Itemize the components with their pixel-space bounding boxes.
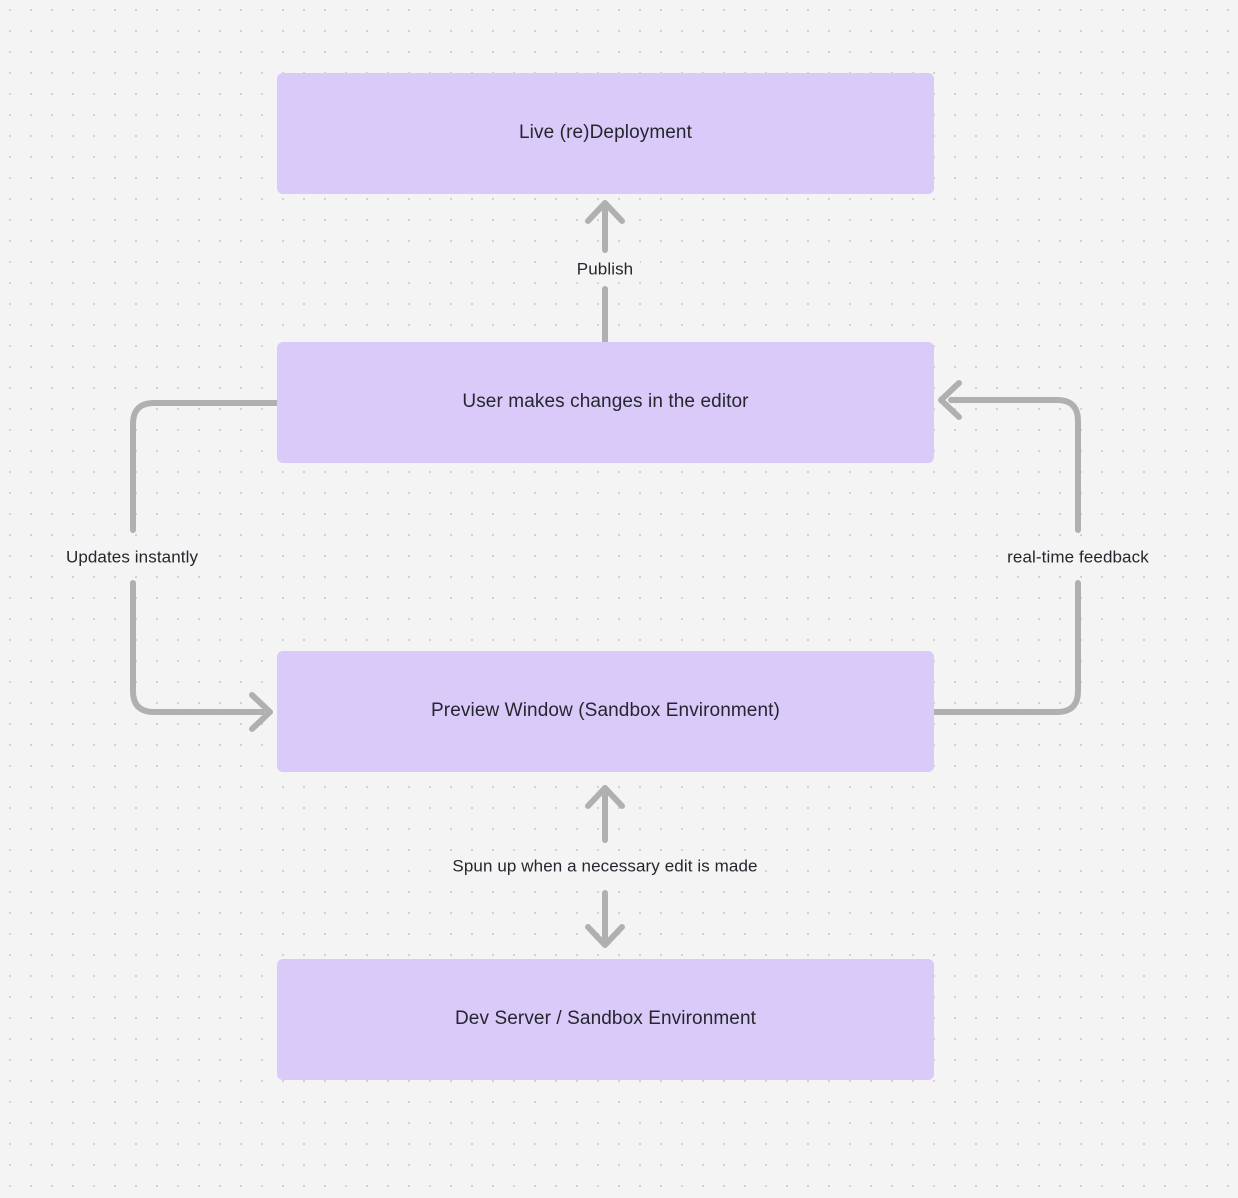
- edge-real-time-feedback-line-upper: [948, 397, 1081, 533]
- edge-real-time-feedback-line-lower: [931, 580, 1081, 715]
- edge-updates-instantly-arrowhead: [249, 692, 273, 732]
- node-preview-window[interactable]: Preview Window (Sandbox Environment): [277, 651, 934, 772]
- edge-updates-instantly-line-upper: [130, 400, 280, 533]
- node-preview-window-label: Preview Window (Sandbox Environment): [431, 700, 780, 722]
- node-live-deployment-label: Live (re)Deployment: [519, 122, 692, 144]
- edge-real-time-feedback-arrowhead: [938, 380, 962, 420]
- node-live-deployment[interactable]: Live (re)Deployment: [277, 73, 934, 194]
- edge-label-spun-up[interactable]: Spun up when a necessary edit is made: [445, 852, 765, 880]
- node-user-edits[interactable]: User makes changes in the editor: [277, 342, 934, 463]
- edge-publish-arrowhead: [585, 200, 625, 224]
- edge-updates-instantly-line-lower: [130, 580, 265, 715]
- node-dev-server-label: Dev Server / Sandbox Environment: [454, 1008, 756, 1030]
- edge-spun-up-arrowhead-down: [585, 924, 625, 948]
- node-dev-server[interactable]: Dev Server / Sandbox Environment: [277, 959, 934, 1080]
- edge-spun-up-arrowhead-up: [585, 785, 625, 809]
- edge-spun-up[interactable]: [585, 785, 625, 948]
- edge-publish[interactable]: [585, 200, 625, 345]
- edge-updates-instantly[interactable]: [130, 400, 280, 732]
- edge-real-time-feedback[interactable]: [931, 380, 1081, 715]
- node-user-edits-label: User makes changes in the editor: [462, 391, 749, 413]
- edge-label-publish[interactable]: Publish: [569, 255, 641, 283]
- edge-label-real-time-feedback[interactable]: real-time feedback: [1000, 543, 1156, 571]
- edge-label-updates-instantly[interactable]: Updates instantly: [58, 543, 206, 571]
